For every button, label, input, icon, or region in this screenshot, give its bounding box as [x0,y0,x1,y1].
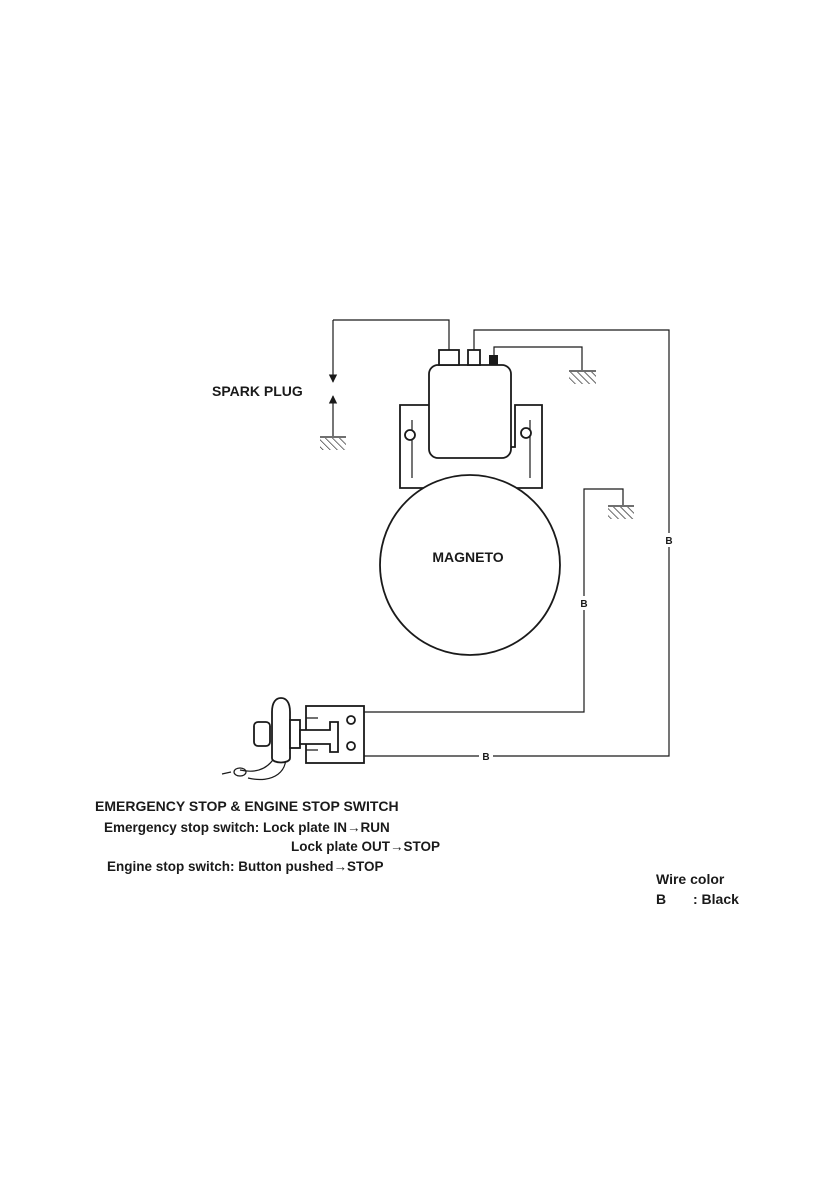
wire-code-bottom: B [482,752,489,763]
switch-caption-line2: Lock plate OUT→STOP [291,839,440,854]
primary-wire-black [363,329,670,757]
legend-code: B [656,891,666,907]
switch-terminal-bottom [346,741,356,751]
coil-ground-wire [493,346,583,370]
switch-caption-line1: Emergency stop switch: Lock plate IN→RUN [104,820,390,835]
coil-body [428,364,512,459]
bracket-bolt-left [404,429,416,441]
switch-terminal-top [346,715,356,725]
spark-plug-wire [333,319,450,350]
coil-terminal-primary [467,349,481,366]
wire-code-middle: B [580,599,587,610]
legend-meaning: : Black [693,891,739,907]
coil-terminal-ground [489,355,498,365]
coil-terminal-high-tension [438,349,460,366]
wire-code-right: B [665,536,672,547]
switch-caption-title: EMERGENCY STOP & ENGINE STOP SWITCH [95,798,399,814]
magneto-label: MAGNETO [432,549,503,565]
spark-plug-label: SPARK PLUG [212,383,303,399]
switch-caption-line3: Engine stop switch: Button pushed→STOP [107,859,384,874]
coil-ground-icon [569,370,596,384]
switch-ground-wire-black [363,488,624,713]
legend-title: Wire color [656,871,725,887]
bracket-bolt-right [520,427,532,439]
magneto-flywheel [379,474,561,656]
magneto-coil [399,349,543,489]
spark-plug-ground-icon [320,436,346,450]
switch-ground-icon [608,505,634,519]
stop-switch-symbol [221,697,365,780]
